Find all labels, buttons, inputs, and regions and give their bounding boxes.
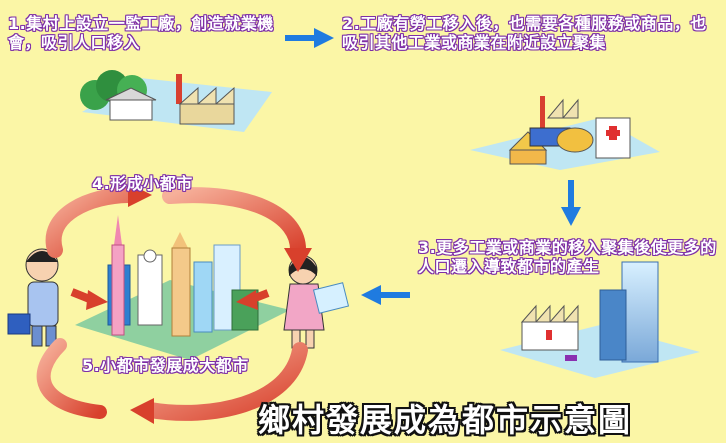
step-3-label: 3.更多工業或商業的移入聚集後使更多的人口遷入導致都市的產生 xyxy=(418,238,717,276)
industrial-town-scene xyxy=(500,261,700,378)
person-right xyxy=(283,255,350,349)
city-scene xyxy=(75,215,290,360)
arrow-step1-to-step2 xyxy=(285,28,334,48)
diagram-title: 鄉村發展成為都市示意圖 xyxy=(258,401,633,439)
step-2-label: 2.工廠有勞工移入後，也需要各種服務或商品，也吸引其他工業或商業在附近設立聚集 xyxy=(342,14,707,52)
growth-cycle-arrows xyxy=(36,183,312,424)
arrow-step2-to-step3 xyxy=(561,180,581,226)
step-4-label: 4.形成小都市 xyxy=(92,174,193,193)
arrow-step3-to-step4 xyxy=(361,285,410,305)
step-1-label: 1.集村上設立一監工廠，創造就業機會，吸引人口移入 xyxy=(8,14,274,52)
step-5-label: 5.小都市發展成大都市 xyxy=(82,356,249,375)
person-left xyxy=(7,248,59,347)
flow-arrows xyxy=(285,28,581,305)
services-scene xyxy=(470,96,660,170)
village-factory-scene xyxy=(80,70,272,132)
